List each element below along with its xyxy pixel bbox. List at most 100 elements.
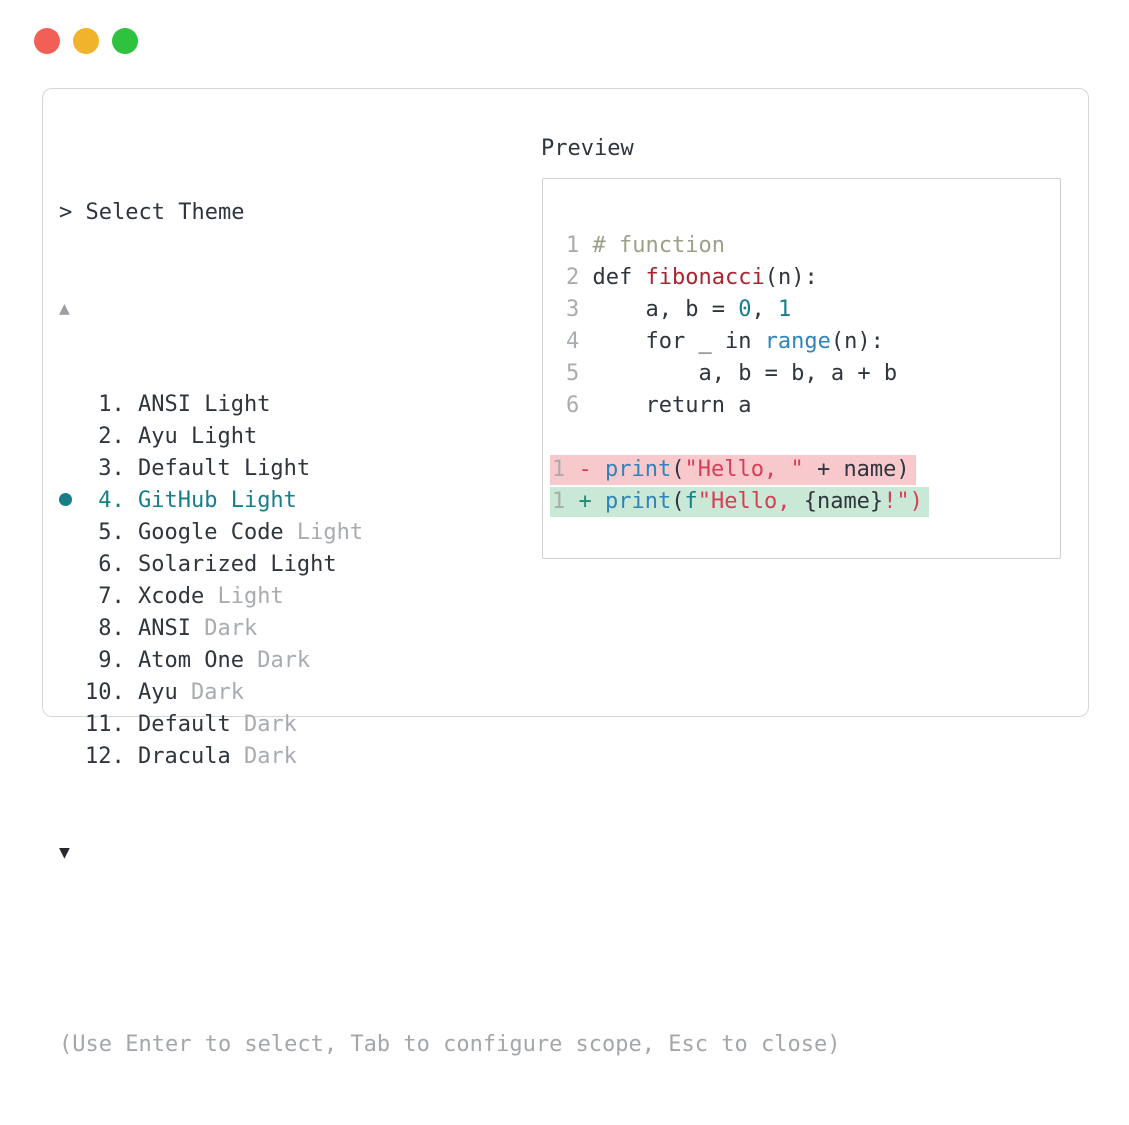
code-token-fprefix: f xyxy=(684,489,698,514)
code-token-plain: , xyxy=(751,297,778,322)
diff-added-highlight: 1 + print(f"Hello, {name}!") xyxy=(550,487,929,517)
scroll-up-indicator[interactable]: ▲ xyxy=(59,293,840,325)
code-token-builtin: print xyxy=(605,457,672,482)
code-line: 4 for _ in range(n): xyxy=(566,326,929,358)
theme-option-number: 8. xyxy=(85,616,138,641)
theme-option-dracula[interactable]: 12. Dracula Dark xyxy=(59,741,840,773)
scroll-down-indicator[interactable]: ▼ xyxy=(59,837,840,869)
code-line: 1 + print(f"Hello, {name}!") xyxy=(550,486,929,518)
theme-option-number: 6. xyxy=(85,552,138,577)
selected-bullet-icon xyxy=(59,485,85,517)
theme-option-variant: Light xyxy=(283,520,364,545)
theme-option-label: ANSI xyxy=(137,616,191,641)
minimize-button[interactable] xyxy=(73,28,99,54)
theme-option-default-light[interactable]: 3. Default Light xyxy=(59,453,840,485)
line-number: 6 xyxy=(566,393,593,418)
code-token-number: 1 xyxy=(777,297,792,322)
theme-option-label: Ayu Light xyxy=(137,424,258,449)
close-button[interactable] xyxy=(34,28,60,54)
code-token-plain: return a xyxy=(592,393,752,418)
preview-heading: Preview xyxy=(541,136,634,161)
line-number: 1 xyxy=(566,233,593,258)
code-line: 1 # function xyxy=(566,230,929,262)
theme-option-github-light[interactable]: 4. GitHub Light xyxy=(59,485,840,517)
code-line: 5 a, b = b, a + b xyxy=(566,358,929,390)
theme-picker-window: > Select Theme ▲ 1. ANSI Light 2. Ayu Li… xyxy=(42,88,1089,1057)
theme-option-label: GitHub Light xyxy=(137,488,297,513)
theme-option-xcode[interactable]: 7. Xcode Light xyxy=(59,581,840,613)
theme-option-ansi[interactable]: 8. ANSI Dark xyxy=(59,613,840,645)
prompt-caret-icon: > xyxy=(59,200,73,225)
line-number: 5 xyxy=(566,361,593,386)
triangle-up-icon: ▲ xyxy=(59,298,70,319)
code-blank-line xyxy=(566,422,929,454)
theme-option-label: Xcode xyxy=(137,584,205,609)
code-token-plain: ( xyxy=(671,457,685,482)
theme-option-variant: Dark xyxy=(190,616,258,641)
code-line: 2 def fibonacci(n): xyxy=(566,262,929,294)
theme-option-google-code[interactable]: 5. Google Code Light xyxy=(59,517,840,549)
theme-option-number: 1. xyxy=(85,392,138,417)
line-number: 3 xyxy=(566,297,593,322)
theme-option-label: Default xyxy=(137,712,231,737)
line-number: 1 xyxy=(552,457,579,482)
theme-option-default[interactable]: 11. Default Dark xyxy=(59,709,840,741)
theme-option-variant: Dark xyxy=(177,680,244,705)
theme-option-number: 9. xyxy=(85,648,138,673)
theme-option-variant: Dark xyxy=(230,712,297,737)
triangle-down-icon: ▼ xyxy=(59,842,70,863)
theme-option-variant: Light xyxy=(204,584,284,609)
line-number: 2 xyxy=(566,265,593,290)
code-token-builtin: print xyxy=(605,489,672,514)
prompt-line: > Select Theme xyxy=(59,197,840,229)
code-line: 6 return a xyxy=(566,390,929,422)
code-token-plain: a, b = xyxy=(592,297,739,322)
line-number: 4 xyxy=(566,329,593,354)
theme-option-label: Default Light xyxy=(137,456,311,481)
code-token-plain: a, b = b, a + b xyxy=(592,361,898,386)
code-token-func: fibonacci xyxy=(645,265,765,290)
theme-option-number: 10. xyxy=(85,680,138,705)
code-token-string: "Hello, " xyxy=(684,457,804,482)
spacer-line xyxy=(59,933,840,965)
code-token-plain: {name} xyxy=(803,489,884,514)
code-token-plain: ( xyxy=(671,489,685,514)
theme-option-solarized-light[interactable]: 6. Solarized Light xyxy=(59,549,840,581)
keyboard-hint: (Use Enter to select, Tab to configure s… xyxy=(59,1032,841,1057)
code-token-plain: (n): xyxy=(764,265,818,290)
code-line: 1 - print("Hello, " + name) xyxy=(550,454,929,486)
theme-option-label: Atom One xyxy=(137,648,244,673)
code-token-plain: for _ in xyxy=(592,329,765,354)
theme-option-variant: Dark xyxy=(243,648,311,673)
theme-option-label: Solarized Light xyxy=(137,552,337,577)
code-token-string: "Hello, xyxy=(697,489,804,514)
code-token-number: 0 xyxy=(738,297,752,322)
theme-option-number: 7. xyxy=(85,584,138,609)
code-token-plain: + name) xyxy=(803,457,910,482)
theme-option-label: ANSI Light xyxy=(137,392,271,417)
line-number: 1 xyxy=(552,489,579,514)
code-token-plain: (n): xyxy=(830,329,884,354)
code-line: 3 a, b = 0, 1 xyxy=(566,294,929,326)
code-token-builtin: range xyxy=(764,329,831,354)
traffic-lights xyxy=(34,28,138,54)
theme-option-number: 5. xyxy=(85,520,138,545)
page-title: Select Theme xyxy=(85,200,245,225)
theme-option-label: Google Code xyxy=(137,520,284,545)
code-token-comment: # function xyxy=(592,233,725,258)
code-token-string: !") xyxy=(883,489,923,514)
theme-option-ayu-light[interactable]: 2. Ayu Light xyxy=(59,421,840,453)
theme-option-number: 3. xyxy=(85,456,138,481)
theme-option-ansi-light[interactable]: 1. ANSI Light xyxy=(59,389,840,421)
theme-option-label: Ayu xyxy=(137,680,178,705)
theme-option-number: 2. xyxy=(85,424,138,449)
theme-option-ayu[interactable]: 10. Ayu Dark xyxy=(59,677,840,709)
maximize-button[interactable] xyxy=(112,28,138,54)
code-token-plain: def xyxy=(592,265,646,290)
theme-option-number: 4. xyxy=(85,488,138,513)
diff-removed-highlight: 1 - print("Hello, " + name) xyxy=(550,455,916,485)
theme-option-number: 11. xyxy=(85,712,138,737)
theme-option-atom-one[interactable]: 9. Atom One Dark xyxy=(59,645,840,677)
